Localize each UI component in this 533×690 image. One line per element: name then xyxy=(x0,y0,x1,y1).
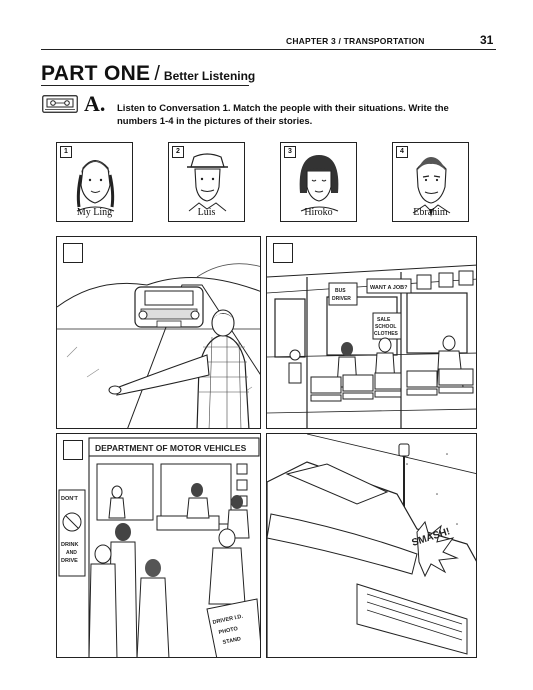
sign-bus-driver-1: BUS xyxy=(335,288,346,294)
sign-sale-1: SALE xyxy=(377,317,391,323)
woman-bob-hair-icon xyxy=(299,155,339,212)
poster-text-3: AND xyxy=(66,550,77,556)
part-label: PART ONE xyxy=(41,62,151,85)
stand-text-2: PHOTO xyxy=(218,626,239,636)
bus-station-scene-illustration: BUS DRIVER WANT A JOB? SALE SCHOOL CLOTH… xyxy=(267,264,476,428)
section-subtitle: Better Listening xyxy=(163,69,256,83)
story-panel-car-crash: SMASH! xyxy=(266,433,477,658)
exercise-letter: A. xyxy=(84,91,106,116)
person-number-box: 1 xyxy=(60,146,72,158)
girl-braids-icon xyxy=(76,159,115,212)
page-number: 31 xyxy=(480,33,494,47)
instruction-line-1: Listen to Conversation 1. Match the peop… xyxy=(117,103,449,114)
poster-text-4: DRIVE xyxy=(61,558,78,564)
story-panel-bus-station: BUS DRIVER WANT A JOB? SALE SCHOOL CLOTH… xyxy=(266,236,477,429)
person-name: Hiroko xyxy=(304,207,333,218)
portrait-luis: 2 Luis xyxy=(168,142,245,222)
hitchhiker-scene-illustration xyxy=(57,263,260,428)
instruction-line-2: numbers 1-4 in the pictures of their sto… xyxy=(117,115,313,127)
portrait-ebrahim: 4 Ebrahim xyxy=(392,142,469,222)
sign-bus-driver-2: DRIVER xyxy=(332,296,351,302)
person-number-box: 4 xyxy=(396,146,408,158)
car-crash-scene-illustration: SMASH! xyxy=(267,434,476,657)
dmv-sign: DEPARTMENT OF MOTOR VEHICLES xyxy=(95,443,247,453)
person-name: Luis xyxy=(197,207,216,218)
answer-box[interactable] xyxy=(63,243,83,263)
answer-box[interactable] xyxy=(63,440,83,460)
sign-sale-2: SCHOOL xyxy=(375,324,396,330)
man-tie-icon xyxy=(412,157,451,217)
exercise-instruction: Listen to Conversation 1. Match the peop… xyxy=(117,103,497,128)
sign-sale-3: CLOTHES xyxy=(374,331,399,337)
story-panel-hitchhiker xyxy=(56,236,261,429)
person-name: My Ling xyxy=(76,207,113,218)
man-hat-icon xyxy=(187,153,228,212)
dmv-office-scene-illustration: DEPARTMENT OF MOTOR VEHICLES DON'T DRINK… xyxy=(58,437,260,657)
portrait-my-ling: 1 My Ling xyxy=(56,142,133,222)
section-title: PART ONE/Better Listening xyxy=(41,62,255,86)
person-number-box: 3 xyxy=(284,146,296,158)
sign-want-a-job: WANT A JOB? xyxy=(370,285,408,291)
cassette-tape-icon xyxy=(42,95,78,118)
story-panel-dmv: DEPARTMENT OF MOTOR VEHICLES DON'T DRINK… xyxy=(56,433,261,658)
person-name: Ebrahim xyxy=(413,207,448,218)
poster-text-1: DON'T xyxy=(61,496,79,502)
header-rule xyxy=(41,49,496,50)
stand-text-3: STAND xyxy=(222,636,241,646)
title-slash: / xyxy=(154,63,160,85)
running-head: CHAPTER 3 / TRANSPORTATION xyxy=(286,36,425,46)
title-underline xyxy=(41,85,249,86)
person-number-box: 2 xyxy=(172,146,184,158)
poster-text-2: DRINK xyxy=(61,542,78,548)
answer-box[interactable] xyxy=(273,243,293,263)
portrait-hiroko: 3 Hiroko xyxy=(280,142,357,222)
